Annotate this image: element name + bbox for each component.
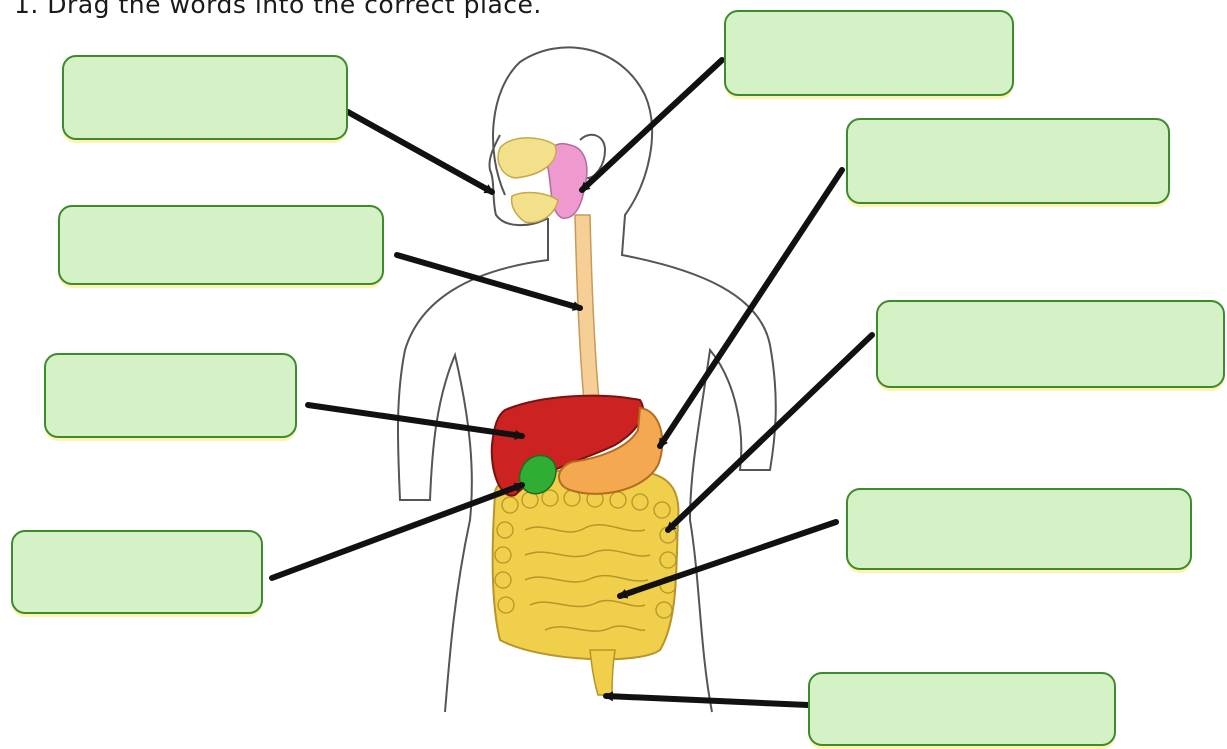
drop-box-liver[interactable] (44, 353, 297, 438)
drop-box-large-intestine[interactable] (876, 300, 1225, 388)
drop-box-gallbladder[interactable] (11, 530, 263, 614)
arrow-to-esophagus (397, 255, 580, 308)
drop-box-rectum[interactable] (808, 672, 1116, 746)
drop-box-salivary-glands[interactable] (724, 10, 1014, 96)
drop-box-stomach[interactable] (846, 118, 1170, 204)
drop-box-esophagus[interactable] (58, 205, 384, 285)
arrow-to-stomach (660, 170, 842, 446)
arrow-to-gallbladder (272, 485, 522, 578)
esophagus (575, 215, 600, 412)
drop-box-small-intestine[interactable] (846, 488, 1192, 570)
arrow-to-liver (308, 405, 522, 436)
arrow-to-mouth (348, 112, 492, 192)
rectum (590, 650, 615, 695)
drop-box-mouth[interactable] (62, 55, 348, 140)
arrow-to-rectum (606, 696, 808, 705)
arrow-to-salivary-glands (582, 60, 722, 190)
